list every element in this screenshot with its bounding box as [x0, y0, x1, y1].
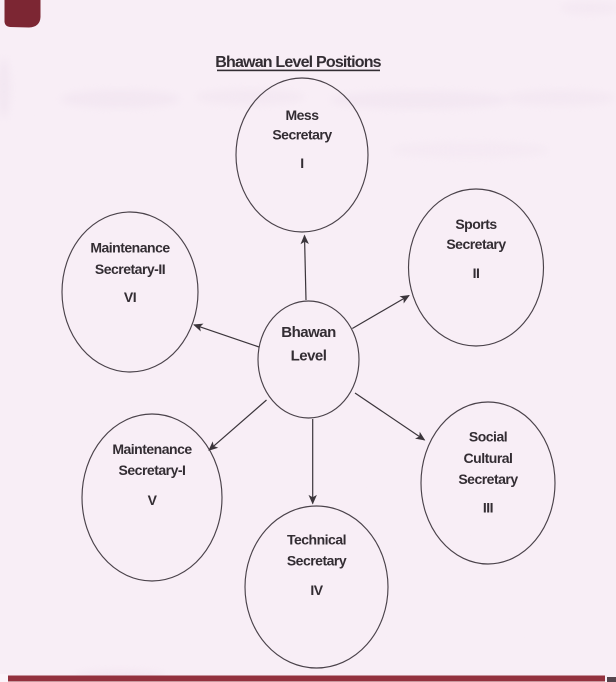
svg-text:Secretary: Secretary [446, 236, 506, 252]
svg-text:Secretary: Secretary [458, 471, 518, 487]
svg-text:Maintenance: Maintenance [112, 441, 192, 457]
svg-text:I: I [300, 155, 303, 171]
svg-text:Bhawan Level Positions: Bhawan Level Positions [215, 54, 381, 71]
svg-text:Secretary: Secretary [272, 127, 332, 143]
svg-text:Secretary-I: Secretary-I [119, 462, 186, 478]
svg-text:Maintenance: Maintenance [90, 240, 170, 256]
svg-text:III: III [483, 500, 493, 516]
svg-text:Technical: Technical [287, 532, 346, 548]
svg-text:Level: Level [291, 348, 327, 365]
svg-text:Cultural: Cultural [464, 450, 513, 466]
svg-text:Sports: Sports [455, 216, 497, 232]
svg-text:Secretary: Secretary [287, 553, 347, 569]
svg-text:Mess: Mess [285, 107, 319, 123]
svg-text:VI: VI [124, 289, 136, 305]
svg-text:IV: IV [310, 582, 323, 598]
svg-text:Secretary-II: Secretary-II [95, 261, 165, 277]
svg-text:V: V [148, 492, 158, 508]
svg-text:Bhawan: Bhawan [281, 324, 336, 341]
svg-text:Social: Social [469, 429, 507, 445]
svg-text:II: II [473, 265, 480, 281]
